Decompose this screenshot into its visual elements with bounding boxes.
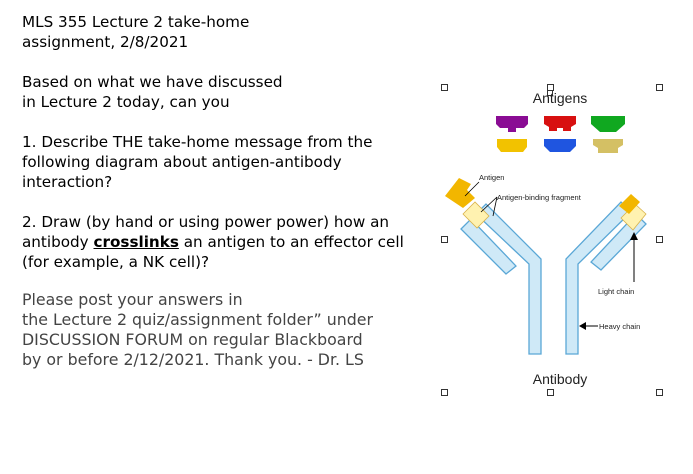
intro-line-1: Based on what we have discussed [22, 73, 283, 91]
antibody-diagram[interactable]: Antigens Antigen Antigen-binding fragmen… [441, 84, 661, 396]
fab-pointer-2 [492, 196, 498, 217]
figure-label-antibody: Antibody [533, 371, 587, 387]
label-antigen: Antigen [479, 173, 504, 182]
left-light-chain [460, 218, 517, 275]
antigen-pointer [464, 181, 480, 197]
resize-handle-top-right[interactable] [656, 84, 663, 91]
antigen-khaki [593, 139, 623, 153]
post-instructions-line-2: the Lecture 2 quiz/assignment folder” un… [22, 310, 373, 329]
left-variable-region [462, 201, 490, 229]
resize-handle-top-left[interactable] [441, 84, 448, 91]
fab-pointer [480, 196, 498, 213]
left-bound-antigen [445, 178, 475, 208]
resize-handle-left[interactable] [441, 236, 448, 243]
antigen-yellow [497, 139, 527, 152]
resize-handle-bottom-left[interactable] [441, 389, 448, 396]
antigen-red [544, 116, 576, 131]
post-instructions-line-3: DISCUSSION FORUM on regular Blackboard [22, 330, 363, 349]
slide-heading-line-1: MLS 355 Lecture 2 take-home [22, 13, 250, 31]
antigen-palette [496, 116, 625, 153]
question-1-line-3: interaction? [22, 173, 113, 191]
light-chain-arrowhead [630, 232, 638, 240]
intro-line-2: in Lecture 2 today, can you [22, 93, 230, 111]
label-heavy-chain: Heavy chain [599, 322, 640, 331]
post-instructions-line-4: by or before 2/12/2021. Thank you. - Dr.… [22, 350, 364, 369]
antigen-blue [544, 139, 576, 152]
right-variable-region [620, 203, 647, 231]
resize-handle-right[interactable] [656, 236, 663, 243]
slide-text-block: MLS 355 Lecture 2 take-home assignment, … [22, 12, 442, 370]
question-2-line-1: 2. Draw (by hand or using power power) h… [22, 213, 389, 231]
antigen-purple [496, 116, 528, 132]
antigen-green [591, 116, 625, 132]
question-2-post: an antigen to an effector cell [178, 233, 404, 251]
right-bound-antigen [619, 194, 640, 214]
label-light-chain: Light chain [598, 287, 634, 296]
question-2-pre: antibody [22, 233, 94, 251]
crosslinks-emphasis: crosslinks [93, 233, 179, 251]
slide-heading-line-2: assignment, 2/8/2021 [22, 33, 189, 51]
figure-title-antigens: Antigens [533, 90, 587, 106]
rotate-handle[interactable] [547, 90, 553, 96]
heavy-chain-arrowhead [579, 322, 586, 330]
left-heavy-chain [475, 203, 542, 355]
post-instructions-line-1: Please post your answers in [22, 290, 243, 309]
label-antigen-binding-fragment: Antigen-binding fragment [497, 193, 582, 202]
question-2-line-3: (for example, a NK cell)? [22, 253, 210, 271]
question-1-line-1: 1. Describe THE take-home message from t… [22, 133, 373, 151]
question-2-line-2: antibody crosslinks an antigen to an eff… [22, 232, 442, 252]
antibody-structure [445, 178, 647, 355]
right-heavy-chain [565, 201, 632, 355]
question-1-line-2: following diagram about antigen-antibody [22, 153, 342, 171]
resize-handle-bottom-right[interactable] [656, 389, 663, 396]
resize-handle-bottom[interactable] [547, 389, 554, 396]
